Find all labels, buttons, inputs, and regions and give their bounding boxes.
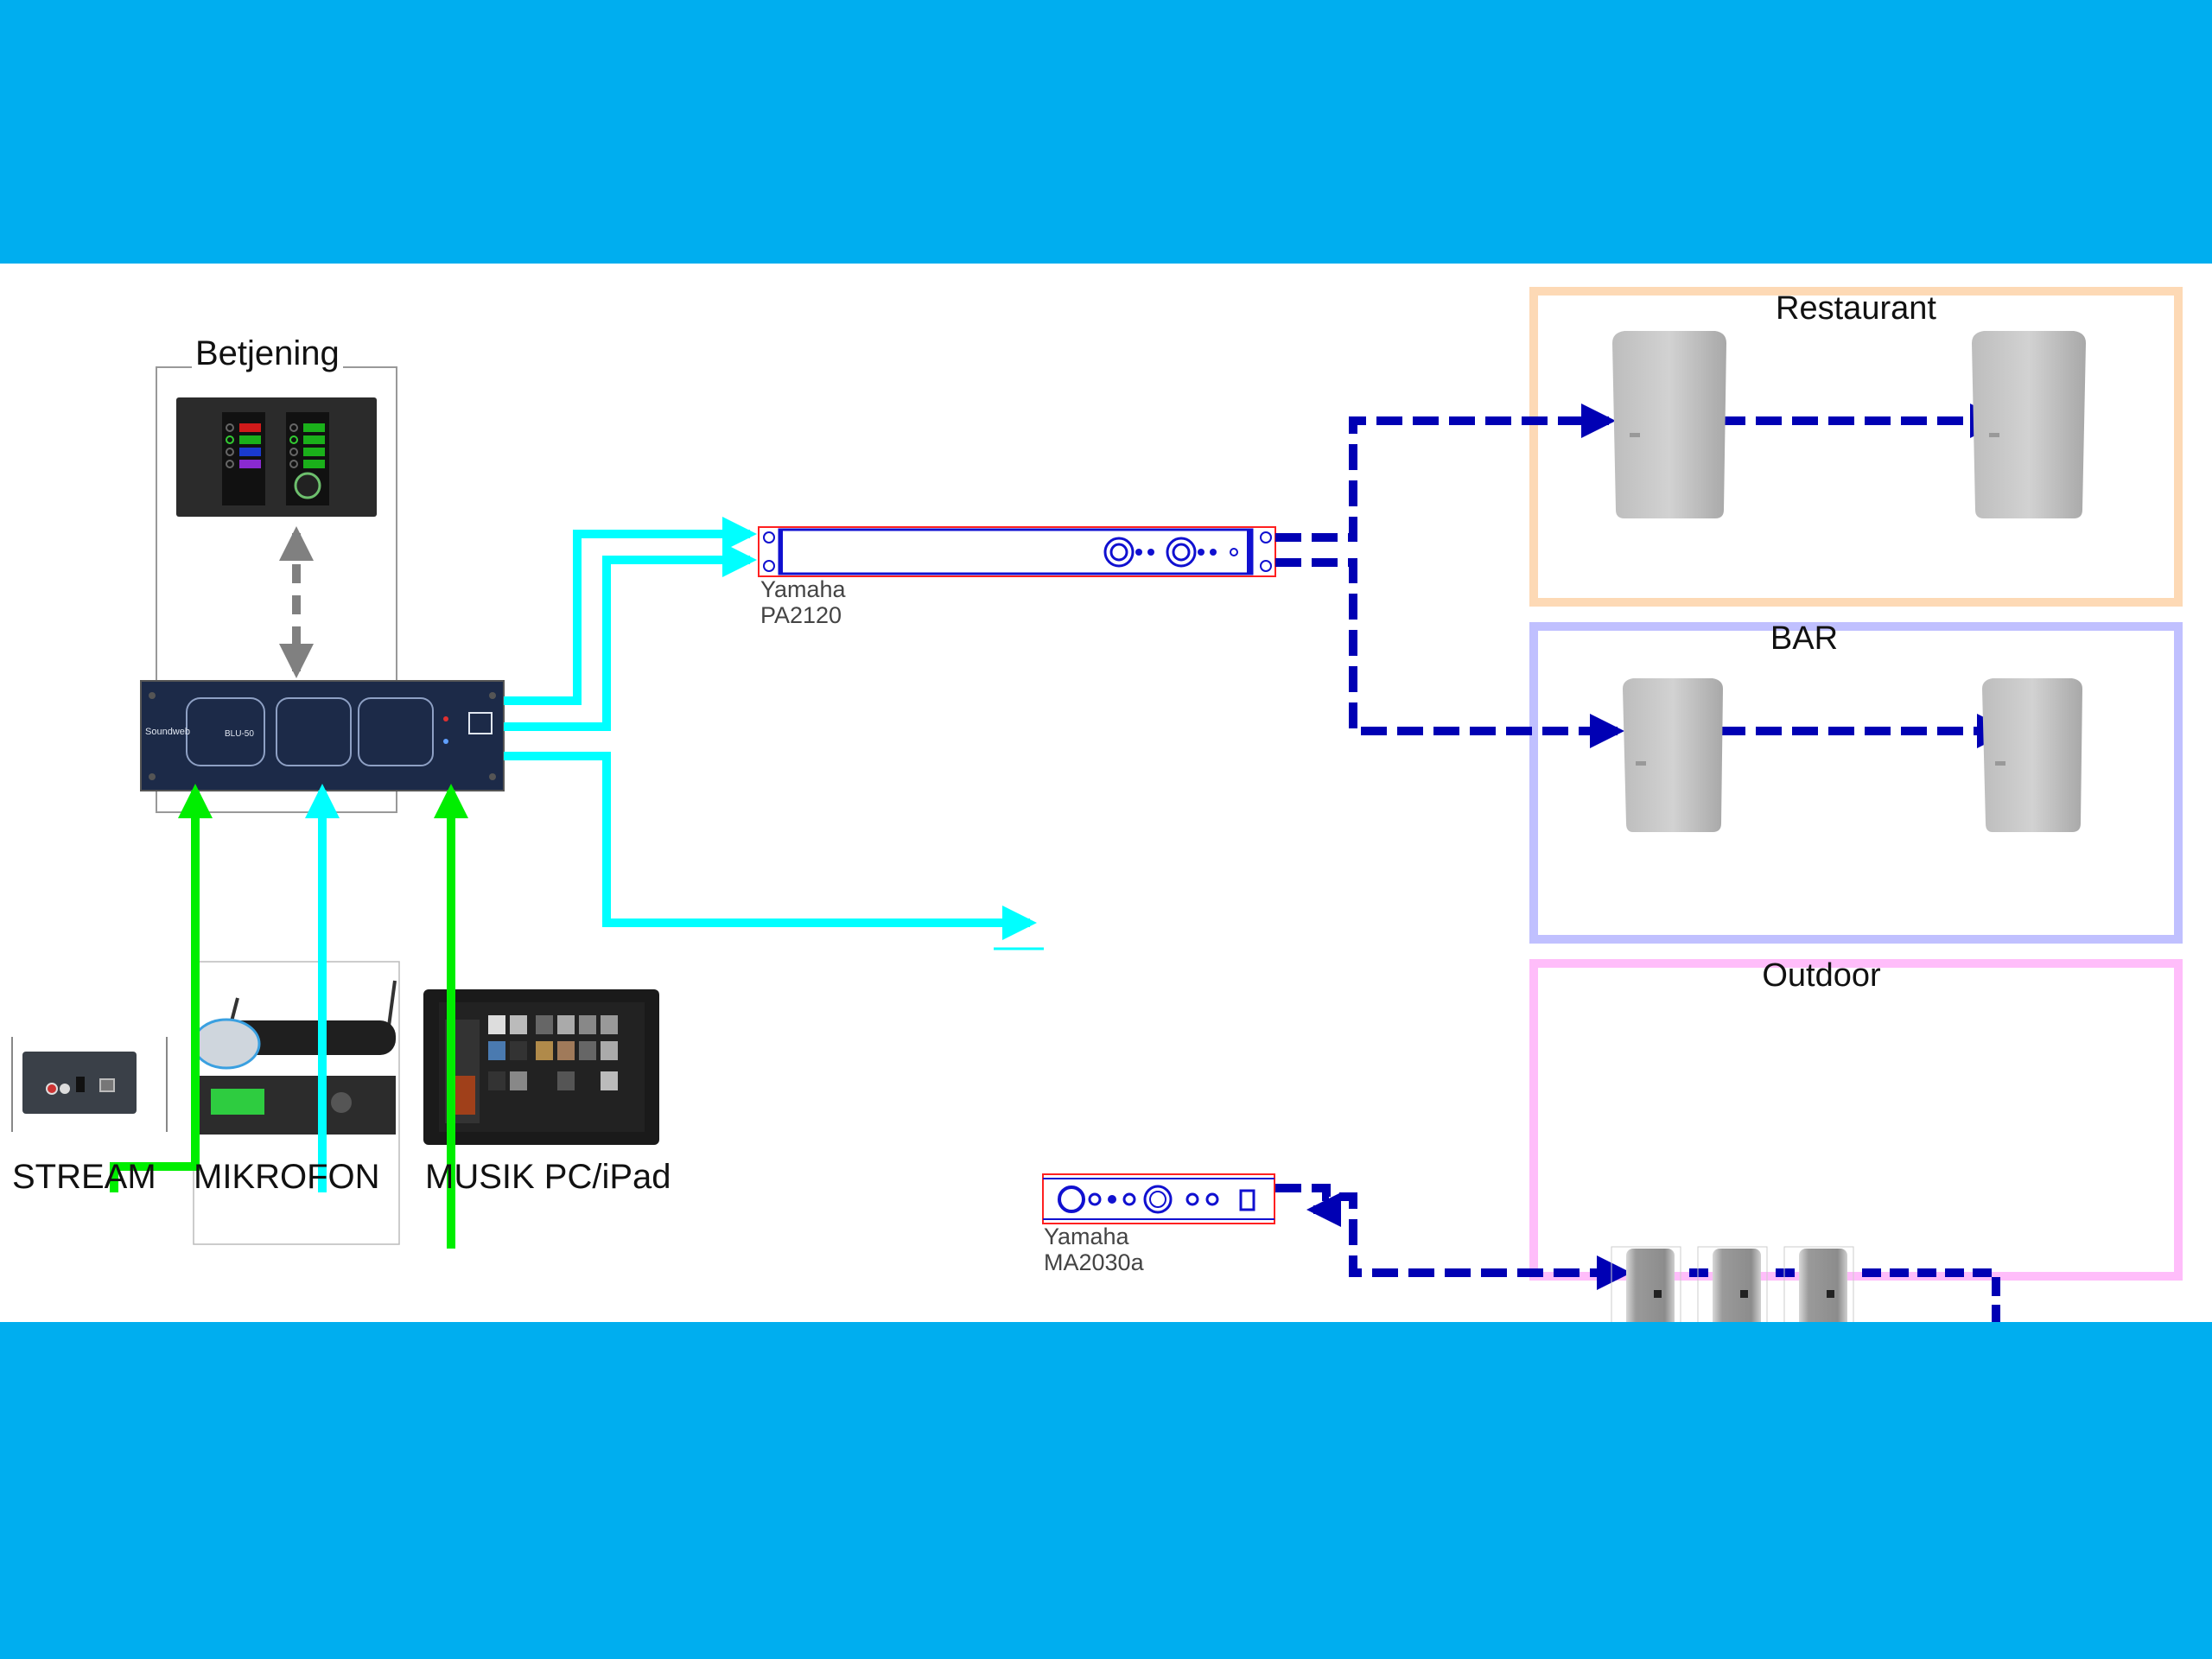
- speaker-restaurant-2[interactable]: [1972, 331, 2086, 518]
- line-processor-to-pa2120-b: [504, 543, 757, 731]
- source-stream[interactable]: [11, 1037, 168, 1132]
- source-microphone[interactable]: [192, 961, 400, 1245]
- dsp-processor-icon[interactable]: Soundweb BLU-50: [140, 680, 505, 791]
- diagram-canvas: Restaurant BAR Outdoor: [0, 264, 2212, 1322]
- column-speaker-icon: [1612, 331, 1726, 518]
- wall-speaker-icon: [1799, 1249, 1847, 1322]
- line-pa2120-to-restaurant: [1275, 404, 1616, 542]
- line-processor-to-ma2030a: [504, 752, 1037, 940]
- source-label-tablet: MUSIK PC/iPad: [425, 1158, 671, 1196]
- wall-speaker-icon: [1626, 1249, 1675, 1322]
- diagram-drawing: Soundweb BLU-50: [11, 331, 2086, 1322]
- amp-pa2120-model: PA2120: [760, 602, 842, 628]
- mixer-amplifier-icon[interactable]: [1042, 1173, 1275, 1224]
- zone-title-bar: BAR: [1770, 620, 1839, 657]
- processor-model: BLU-50: [225, 729, 254, 739]
- line-processor-to-pa2120-a: [504, 517, 757, 705]
- wireless-microphone-icon: [223, 1020, 396, 1055]
- zone-restaurant: Restaurant: [1529, 287, 2183, 607]
- control-label: Betjening: [192, 334, 343, 373]
- zone-title-outdoor: Outdoor: [1762, 957, 1881, 994]
- speaker-outdoor-2[interactable]: [1697, 1246, 1768, 1322]
- amp-ma2030a-label: Yamaha MA2030a: [1044, 1224, 1144, 1275]
- line-stream-to-processor: [110, 784, 213, 1192]
- source-tablet[interactable]: [423, 989, 659, 1145]
- source-label-stream: STREAM: [12, 1158, 156, 1196]
- wall-speaker-icon: [1713, 1249, 1761, 1322]
- zone-bar: BAR: [1529, 620, 2183, 944]
- rack-amplifier-icon[interactable]: [758, 526, 1276, 577]
- source-label-microphone: MIKROFON: [194, 1158, 380, 1196]
- column-speaker-icon: [1623, 678, 1723, 832]
- line-outdoor-chain-3: [1862, 1268, 2000, 1322]
- amp-pa2120-brand: Yamaha: [760, 576, 846, 602]
- speaker-restaurant-1[interactable]: [1612, 331, 1726, 518]
- speaker-outdoor-1[interactable]: [1611, 1246, 1681, 1322]
- speaker-outdoor-3[interactable]: [1783, 1246, 1854, 1322]
- line-pa2120-to-bar: [1275, 558, 1624, 748]
- amp-pa2120-label: Yamaha PA2120: [760, 576, 846, 628]
- amp-ma2030a-brand: Yamaha: [1044, 1224, 1129, 1249]
- wall-control-panel-icon[interactable]: [176, 397, 377, 517]
- zone-title-restaurant: Restaurant: [1776, 290, 1936, 327]
- column-speaker-icon: [1982, 678, 2082, 832]
- zone-outdoor: Outdoor: [1529, 957, 2183, 1281]
- column-speaker-icon: [1972, 331, 2086, 518]
- speaker-bar-2[interactable]: [1982, 678, 2082, 832]
- amp-ma2030a-model: MA2030a: [1044, 1249, 1144, 1275]
- processor-brand: Soundweb: [145, 727, 190, 737]
- line-ma2030a-to-outdoor: [1275, 1184, 1631, 1290]
- speaker-bar-1[interactable]: [1623, 678, 1723, 832]
